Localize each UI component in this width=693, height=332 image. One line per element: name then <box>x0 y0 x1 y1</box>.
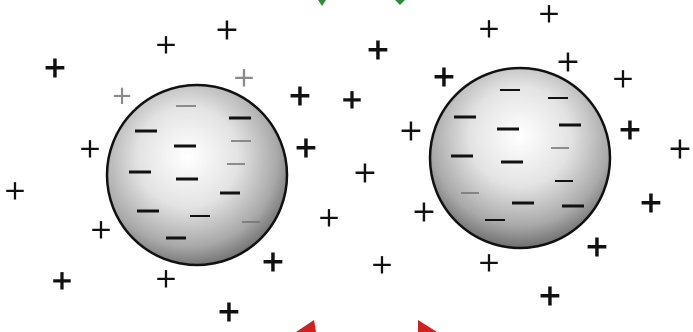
negative-charge-symbol <box>242 221 260 223</box>
positive-charge-symbol: + <box>293 131 318 166</box>
negative-charge-symbol <box>129 171 151 174</box>
positive-charge-symbol: + <box>232 61 255 94</box>
positive-charge-symbol: + <box>398 114 423 149</box>
positive-charge-symbol: + <box>365 33 390 68</box>
negative-charge-symbol <box>485 219 505 221</box>
positive-charge-symbol: + <box>317 201 340 234</box>
negative-charge-symbol <box>176 105 196 107</box>
negative-charge-symbol <box>501 161 523 164</box>
positive-charge-symbol: + <box>477 12 500 45</box>
right-sphere <box>430 68 610 248</box>
bottom-arrow-right <box>418 320 437 332</box>
negative-charge-symbol <box>166 237 186 240</box>
positive-charge-symbol: + <box>42 51 67 86</box>
negative-charge-symbol <box>137 210 159 213</box>
positive-charge-symbol: + <box>555 45 580 80</box>
negative-charge-symbol <box>551 147 569 149</box>
negative-charge-symbol <box>451 155 473 158</box>
negative-charge-symbol <box>454 116 476 119</box>
negative-charge-symbol <box>190 215 210 217</box>
positive-charge-symbol: + <box>352 156 377 191</box>
top-arrow-right <box>395 0 405 5</box>
negative-charge-symbol <box>562 205 584 208</box>
positive-charge-symbol: + <box>3 174 26 207</box>
positive-charge-symbol: + <box>50 264 73 297</box>
positive-charge-symbol: + <box>287 79 312 114</box>
top-arrow-left <box>318 0 326 6</box>
bottom-arrow-left <box>296 320 316 332</box>
positive-charge-symbol: + <box>111 81 133 111</box>
negative-charge-symbol <box>497 128 519 131</box>
negative-charge-symbol <box>135 130 157 133</box>
positive-charge-symbol: + <box>477 246 500 279</box>
positive-charge-symbol: + <box>638 186 663 221</box>
negative-charge-symbol <box>500 89 520 91</box>
negative-charge-symbol <box>461 192 479 194</box>
positive-charge-symbol: + <box>411 195 436 230</box>
positive-charge-symbol: + <box>584 230 609 265</box>
positive-charge-symbol: + <box>370 248 393 281</box>
negative-charge-symbol <box>174 145 196 148</box>
negative-charge-symbol <box>227 163 245 165</box>
left-sphere <box>107 85 287 265</box>
negative-charge-symbol <box>555 180 573 182</box>
positive-charge-symbol: + <box>537 0 560 30</box>
positive-charge-symbol: + <box>611 62 634 95</box>
positive-charge-symbol: + <box>89 213 112 246</box>
positive-charge-symbol: + <box>154 28 177 61</box>
positive-charge-symbol: + <box>667 132 692 167</box>
positive-charge-symbol: + <box>617 113 642 148</box>
negative-charge-symbol <box>220 192 240 195</box>
positive-charge-symbol: + <box>260 245 285 280</box>
positive-charge-symbol: + <box>216 295 241 330</box>
positive-charge-symbol: + <box>537 279 562 314</box>
negative-charge-symbol <box>512 202 534 205</box>
positive-charge-symbol: + <box>340 83 363 116</box>
negative-charge-symbol <box>229 117 251 120</box>
positive-charge-symbol: + <box>78 132 101 165</box>
positive-charge-symbol: + <box>214 13 239 48</box>
negative-charge-symbol <box>231 140 251 142</box>
negative-charge-symbol <box>548 97 568 99</box>
positive-charge-symbol: + <box>154 262 177 295</box>
negative-charge-symbol <box>559 124 581 127</box>
positive-charge-symbol: + <box>431 60 456 95</box>
negative-charge-symbol <box>176 178 198 181</box>
